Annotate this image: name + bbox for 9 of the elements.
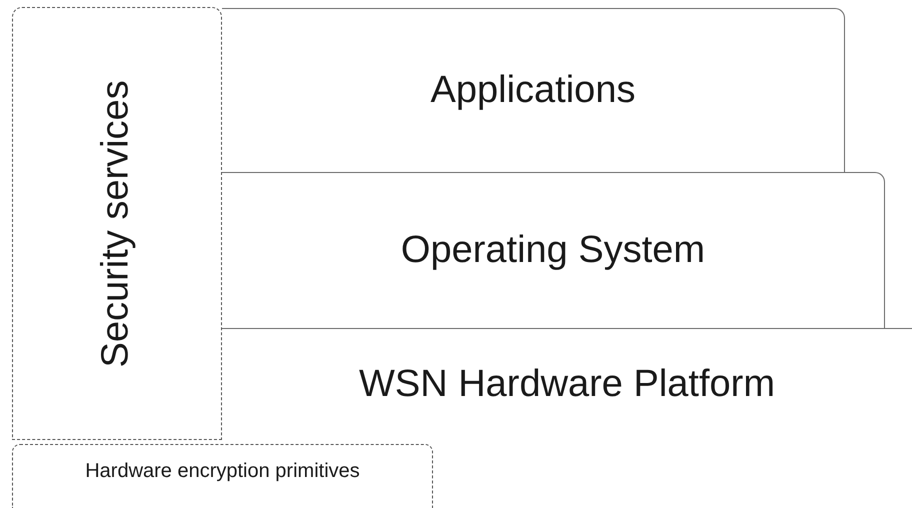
encryption-strip [12, 444, 433, 508]
layer-box [222, 8, 845, 172]
layer-label: Applications [430, 70, 636, 112]
layer-label: Security services [96, 80, 138, 368]
layer-label: WSN Hardware Platform [359, 364, 775, 406]
layer-box [222, 172, 885, 328]
security-services-column [12, 7, 222, 440]
layer-label: Hardware encryption primitives [85, 460, 360, 482]
layer-label: Operating System [400, 230, 706, 272]
